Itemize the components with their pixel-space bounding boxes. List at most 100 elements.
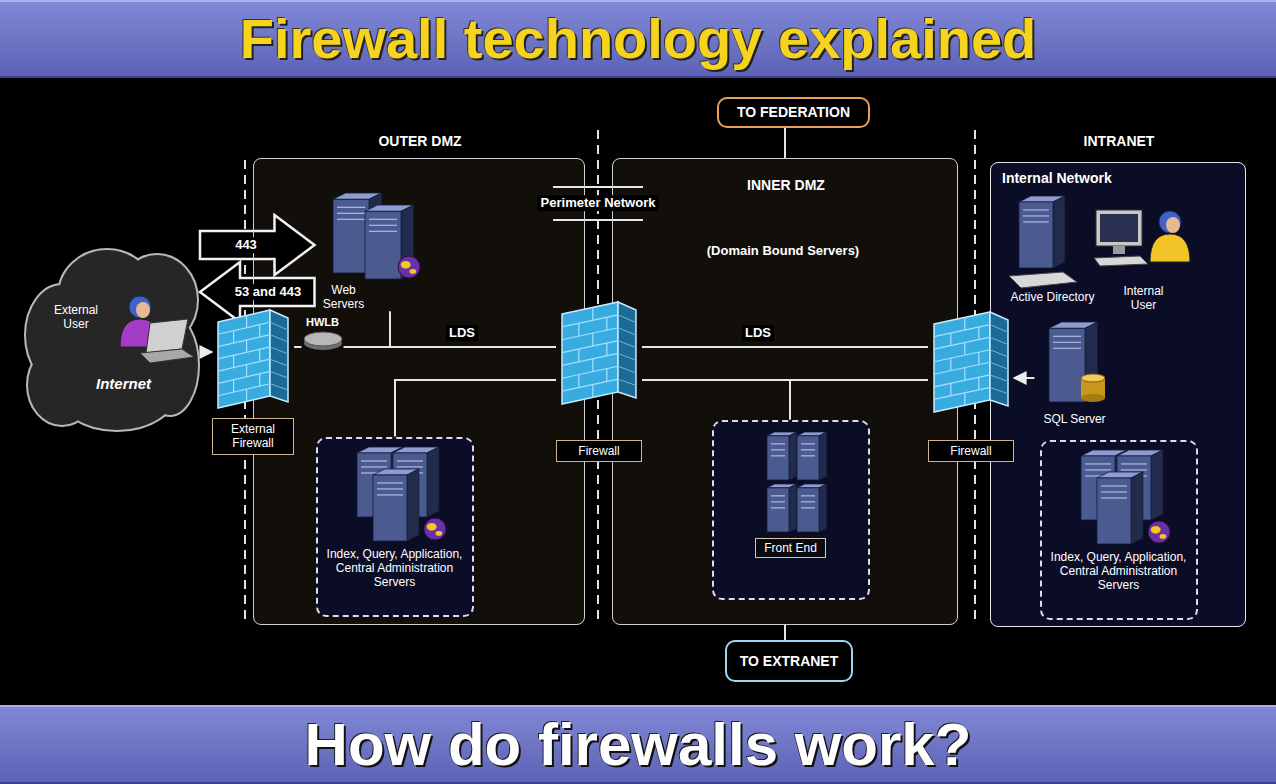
server-front [333,199,369,273]
brick-joint [562,366,618,378]
servers3-icon [321,443,469,547]
brick-joint [562,341,618,353]
connector-line [790,380,928,420]
brick-joint [218,335,270,347]
monitor-stand [1113,246,1125,254]
hwlb-icon [302,329,344,351]
wall-side [990,312,1008,406]
zone-note: (Domain Bound Servers) [613,243,953,259]
brick-joint [562,315,618,327]
server-front [767,487,789,531]
server-slot [771,455,785,456]
brick-joint [990,375,1008,382]
graphic-part [333,193,420,279]
server-side [819,484,827,532]
sql-icon [1035,318,1115,412]
graphic-part [304,332,342,350]
servers3-icon [1045,446,1193,550]
server-front [797,435,819,479]
server-slot [1053,335,1081,336]
server-slot [801,495,815,496]
text-slot: INNER DMZ [613,177,959,194]
server-front [797,487,819,531]
connector-line [1014,377,1035,379]
brick-joint [618,366,636,373]
server-label: Front End [764,541,817,555]
bracket-line [553,186,643,188]
globe-land [435,530,442,535]
globe [424,518,446,540]
server-slot [377,488,403,489]
server-slot [397,460,423,461]
web-icon [315,183,435,283]
zone-heading: INTRANET [991,133,1247,150]
cloud-fill [26,250,198,430]
brick-joint [270,347,288,354]
graphic-part [357,447,446,541]
server-slot [369,230,397,231]
firewall-icon [556,298,642,406]
cloud-node: External UserInternet [22,225,200,435]
connector-line [390,311,556,347]
title-band: Firewall technology explained [0,0,1276,78]
brick-joint [978,377,979,390]
person-hair [1159,211,1181,233]
device-node: Active Directory [1003,192,1103,304]
brick-joint [218,384,270,396]
zone-label: Perimeter Network [538,195,659,211]
server-slot [771,501,785,502]
server-group: Index, Query, Application, Central Admin… [1040,440,1198,620]
wall-front [218,310,270,408]
connector [395,380,556,437]
caption-text: How do firewalls work? [305,709,972,781]
label-anchor: LDS [742,325,774,341]
label-anchor: Perimeter Network [538,195,659,211]
brick-joint [270,322,288,330]
cloud-label: Internet [96,375,176,393]
connector-line [784,625,786,640]
firewall-label: Firewall [932,444,1010,458]
device-label: Active Directory [1010,290,1094,304]
brick-joint [270,371,288,378]
user-icon [1090,196,1195,284]
server-slot [801,449,815,450]
brick-joint [592,333,593,346]
brick-joint [218,322,270,334]
server-group: Front End [712,420,870,600]
server-front [767,435,789,479]
server-side [1151,450,1163,520]
brick-joint [934,350,990,362]
globe [398,256,420,278]
brick-joint [964,368,965,381]
edge-label: LDS [446,325,478,341]
server-slot [377,494,403,495]
wall-front [934,312,990,412]
globe-land [1159,533,1166,538]
text-slot: (Domain Bound Servers) [613,243,953,259]
server-slot [771,449,785,450]
zone-box: OUTER DMZWeb ServersHWLBIndex, Query, Ap… [253,158,585,625]
brick-joint [618,315,636,323]
brick-joint [246,315,247,327]
text-slot: External User [48,303,104,332]
brick-joint [950,358,951,371]
graphic-part [1009,196,1077,288]
brick-joint [270,335,288,342]
connector [294,347,302,348]
device-label: HWLB [306,316,339,329]
device-top [304,332,342,346]
device-label: Web Servers [317,283,371,312]
zone-fill [990,162,1246,627]
brick-joint [259,325,260,337]
laptop-base [140,349,194,363]
brick-joint [950,383,951,396]
graphic-part [1094,210,1190,266]
server-front [365,211,401,279]
zone-box: INNER DMZ (Domain Bound Servers) Front End [612,158,958,625]
connector [790,380,928,420]
brick-joint [964,343,965,356]
link-box: TO FEDERATION [717,97,870,128]
link-box: TO EXTRANET [725,640,853,682]
connector [785,625,786,640]
device-node: SQL Server [1035,318,1115,426]
